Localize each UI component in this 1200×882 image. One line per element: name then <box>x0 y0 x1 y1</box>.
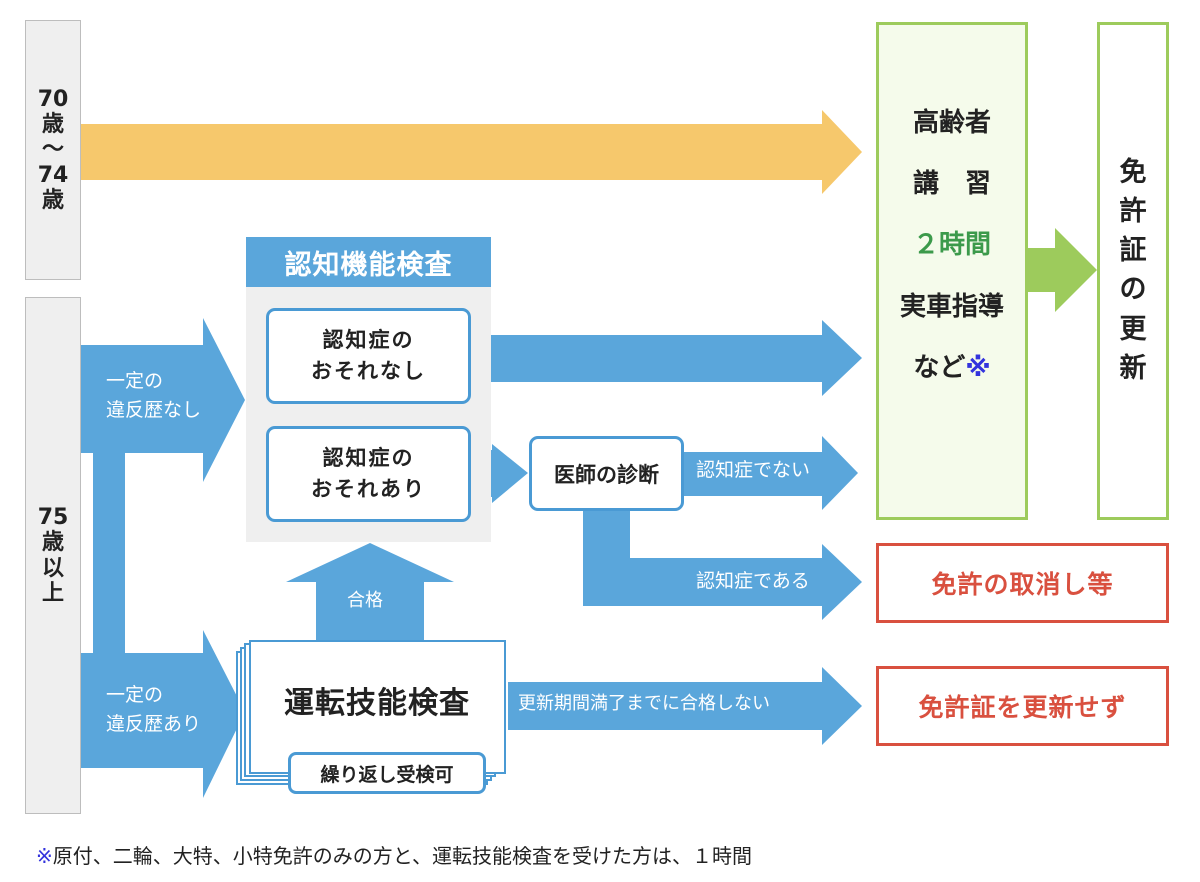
no-violation-line: 違反歴なし <box>106 399 202 422</box>
license-revocation-box: 免許の取消し等 <box>876 543 1169 623</box>
renewal-char: 更 <box>1119 313 1147 345</box>
no-violation-label: 一定の 違反歴なし <box>106 367 201 426</box>
renewal-char: 許 <box>1119 196 1147 228</box>
age-75-plus-box: 75 歳 以 上 <box>25 297 81 814</box>
age-75-plus-text: 上 <box>41 580 64 606</box>
no-dementia-risk-box: 認知症の おそれなし <box>266 308 471 404</box>
license-renewal-box: 免 許 証 の 更 新 <box>1097 22 1169 520</box>
lecture-duration: ２時間 <box>912 230 991 261</box>
footnote: ※原付、二輪、大特、小特免許のみの方と、運転技能検査を受けた方は、１時間 <box>36 840 752 869</box>
arrow-not-dementia <box>684 436 858 510</box>
risk-line: おそれあり <box>311 477 426 501</box>
with-violation-line: 一定の <box>106 684 164 706</box>
retry-allowed-box: 繰り返し受検可 <box>288 752 486 794</box>
age-70-74-box: 70 歳 ～ 74 歳 <box>25 20 81 280</box>
age-75-plus-text: 歳 <box>41 530 64 556</box>
driving-skill-test-box <box>249 640 506 774</box>
age-70-74-text: 歳 <box>41 112 64 138</box>
not-dementia-label: 認知症でない <box>696 459 811 481</box>
footnote-text: 原付、二輪、大特、小特免許のみの方と、運転技能検査を受けた方は、１時間 <box>52 844 752 868</box>
age-70-74-text: ～ <box>41 137 64 163</box>
lecture-line: 高齢者 <box>912 108 991 139</box>
pass-label: 合格 <box>347 590 383 611</box>
arrow-no-violation <box>80 318 245 482</box>
lecture-line: 講 習 <box>912 169 991 200</box>
with-violation-label: 一定の 違反歴あり <box>106 681 201 740</box>
no-risk-line: 認知症の <box>322 327 415 352</box>
arrow-lecture-to-renewal <box>1028 228 1097 312</box>
note-mark: ※ <box>965 352 991 383</box>
fail-label: 更新期間満了までに合格しない <box>518 693 770 714</box>
lecture-line: など※ <box>913 338 990 399</box>
age-70-74-text: 70 <box>37 86 69 112</box>
senior-lecture-box: 高齢者 講 習 ２時間 実車指導 など※ <box>876 22 1028 520</box>
driving-skill-test-title: 運転技能検査 <box>284 686 470 721</box>
renewal-char: 新 <box>1119 352 1147 384</box>
arrow-dementia <box>583 511 862 620</box>
age-70-74-text: 74 <box>37 162 69 188</box>
no-risk-line: おそれなし <box>311 359 426 383</box>
dementia-label: 認知症である <box>696 570 810 592</box>
doctor-diagnosis-box: 医師の診断 <box>529 436 684 511</box>
arrow-fail <box>508 667 862 745</box>
with-violation-line: 違反歴あり <box>106 713 202 736</box>
footnote-mark: ※ <box>36 844 53 868</box>
arrow-70-74-to-lecture <box>80 110 862 194</box>
cognitive-test-title: 認知機能検査 <box>246 237 491 287</box>
age-75-plus-text: 以 <box>41 555 64 581</box>
license-not-renewed-box: 免許証を更新せず <box>876 666 1169 746</box>
renewal-char: 証 <box>1119 235 1147 267</box>
arrow-connector-down <box>93 453 125 653</box>
arrow-no-risk-to-lecture <box>470 320 862 396</box>
no-violation-line: 一定の <box>106 370 164 392</box>
risk-line: 認知症の <box>322 445 415 470</box>
renewal-char: 免 <box>1119 157 1147 188</box>
age-75-plus-text: 75 <box>37 504 69 530</box>
renewal-char: の <box>1119 274 1147 306</box>
lecture-line: 実車指導 <box>899 291 1004 322</box>
lecture-etc: など <box>913 352 966 383</box>
dementia-risk-box: 認知症の おそれあり <box>266 426 471 522</box>
age-70-74-text: 歳 <box>41 187 64 213</box>
arrow-pass-up <box>286 543 454 642</box>
arrow-with-violation <box>80 630 245 798</box>
